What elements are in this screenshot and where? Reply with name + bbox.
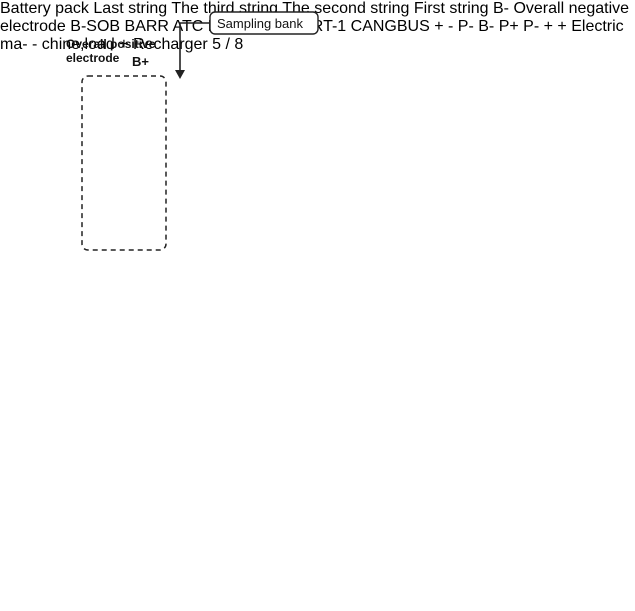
- overall-negative-label-line1: Overall negative: [513, 0, 630, 17]
- p-minus-wire: P+ P- + + Electric ma- - chine,load: [0, 18, 624, 53]
- electric-machine-label-line2: chine,load: [41, 36, 115, 53]
- bms-minus-mark: -: [448, 18, 454, 35]
- electric-machine-label-line1: Electric ma-: [0, 18, 624, 53]
- battery-photo: 5 / 8: [212, 36, 243, 53]
- overall-positive-label-line2: electrode: [66, 51, 120, 65]
- recharger-box: + Recharger: [119, 36, 208, 53]
- overall-positive-label-line1: Overall positive: [66, 37, 156, 51]
- string-label-second-2: string: [370, 0, 410, 17]
- wiring-diagram: Sampling bank Overall positive electrode…: [66, 11, 319, 251]
- sampling-bank-label: Sampling bank: [217, 16, 303, 31]
- battery-pack-label: Battery pack: [0, 0, 89, 17]
- b-plus-label: B+: [132, 54, 149, 69]
- page-indicator: 5 / 8: [212, 36, 244, 53]
- output-port: P+ P-: [499, 18, 544, 35]
- electric-machine-box: + Electric ma- - chine,load: [0, 18, 624, 53]
- overall-negative-label-line2: electrode: [0, 18, 66, 35]
- p-plus-label: P+: [498, 18, 519, 35]
- bms-plus-mark: +: [434, 18, 444, 35]
- load-terminal: +: [543, 18, 553, 35]
- bms-b-minus-mark: B-: [478, 18, 495, 35]
- sampling-bank-callout: Sampling bank: [175, 11, 319, 79]
- b-minus-label: B-: [493, 0, 509, 17]
- p-minus-label: P-: [523, 18, 540, 35]
- bms-p-minus-mark: P-: [457, 18, 474, 35]
- string-label-first: First string: [413, 0, 489, 17]
- string-label-last: Last string: [93, 0, 168, 17]
- recharger-label: Recharger: [133, 36, 208, 53]
- battery-pack-box: [81, 75, 167, 251]
